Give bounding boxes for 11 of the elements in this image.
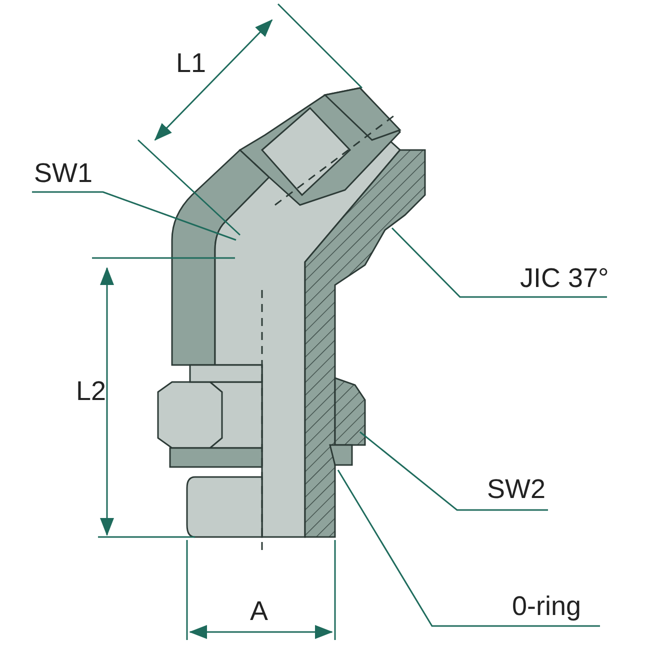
part-label: JIC 37° [520,265,609,292]
leader-line [360,431,549,511]
part-label: SW2 [487,476,546,503]
dimension-label: A [250,598,268,625]
leader-line [391,227,608,298]
part-label: SW1 [34,160,93,187]
dimension-label: L2 [76,378,106,405]
leader-line [337,470,600,627]
dimension-label: L1 [176,50,206,77]
leader-line [32,191,236,241]
part-label: 0-ring [512,593,582,620]
